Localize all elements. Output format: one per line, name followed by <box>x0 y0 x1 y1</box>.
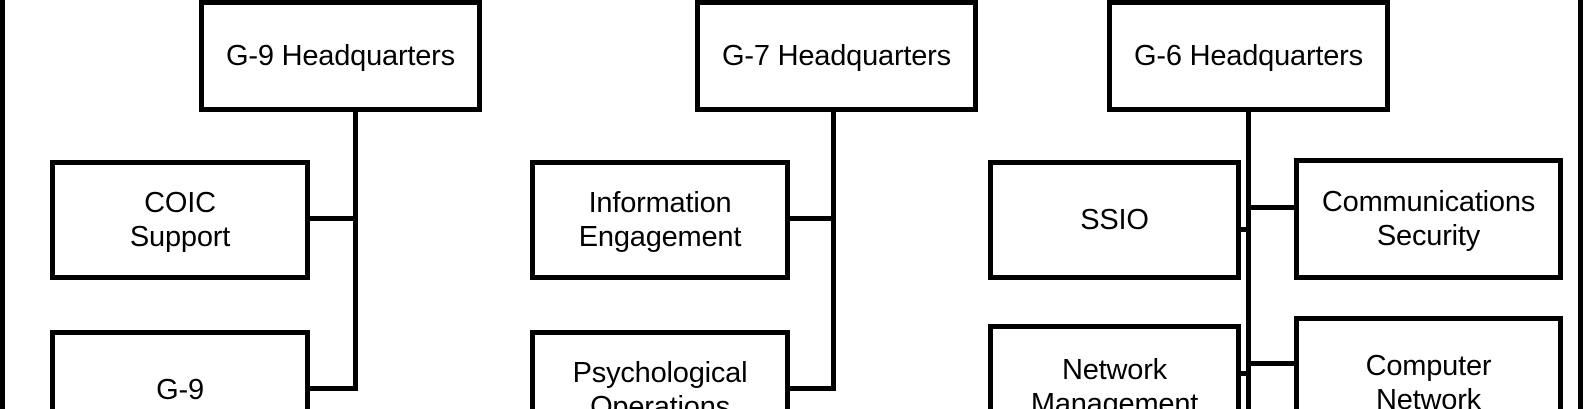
node-g9-headquarters[interactable]: G-9 Headquarters <box>199 0 482 112</box>
node-label: G-7 Headquarters <box>722 39 951 72</box>
node-label: SSIO <box>1080 203 1149 236</box>
node-label: G-9 <box>156 373 204 406</box>
node-coic-support[interactable]: COIC Support <box>50 160 310 280</box>
connector-g7-trunk <box>831 108 836 391</box>
connector-g6-stub-ssio <box>1237 227 1251 232</box>
node-communications-security[interactable]: Communications Security <box>1294 158 1563 280</box>
node-psychological-operations[interactable]: Psychological Operations <box>530 330 790 409</box>
node-g7-headquarters[interactable]: G-7 Headquarters <box>695 0 978 112</box>
left-frame-border <box>0 0 5 409</box>
node-label: Network Management <box>1030 353 1199 409</box>
connector-g9-trunk <box>353 108 358 391</box>
node-network-management[interactable]: Network Management <box>988 324 1241 409</box>
right-frame-border <box>1578 0 1583 409</box>
connector-g6-trunk <box>1246 108 1251 409</box>
node-label: Computer Network <box>1365 349 1492 409</box>
node-g9-unit[interactable]: G-9 <box>50 330 310 409</box>
node-label: Psychological Operations <box>572 356 748 409</box>
node-label: Communications Security <box>1321 185 1536 252</box>
connector-g9-stub-coic-support <box>307 216 357 221</box>
node-label: G-6 Headquarters <box>1134 39 1363 72</box>
node-information-engagement[interactable]: Information Engagement <box>530 160 790 280</box>
connector-g6-stub-communications-security <box>1249 205 1295 210</box>
node-ssio[interactable]: SSIO <box>988 160 1241 280</box>
connector-g9-stub-g9 <box>307 386 357 391</box>
node-label: COIC Support <box>129 186 231 253</box>
connector-g7-stub-information-engagement <box>787 216 835 221</box>
node-label: Information Engagement <box>578 186 742 253</box>
node-computer-network[interactable]: Computer Network <box>1294 316 1563 409</box>
connector-g6-stub-computer-network <box>1249 361 1295 366</box>
connector-g7-stub-psychological-operations <box>787 386 835 391</box>
node-label: G-9 Headquarters <box>226 39 455 72</box>
node-g6-headquarters[interactable]: G-6 Headquarters <box>1107 0 1390 112</box>
connector-g6-stub-network-management <box>1237 371 1251 376</box>
